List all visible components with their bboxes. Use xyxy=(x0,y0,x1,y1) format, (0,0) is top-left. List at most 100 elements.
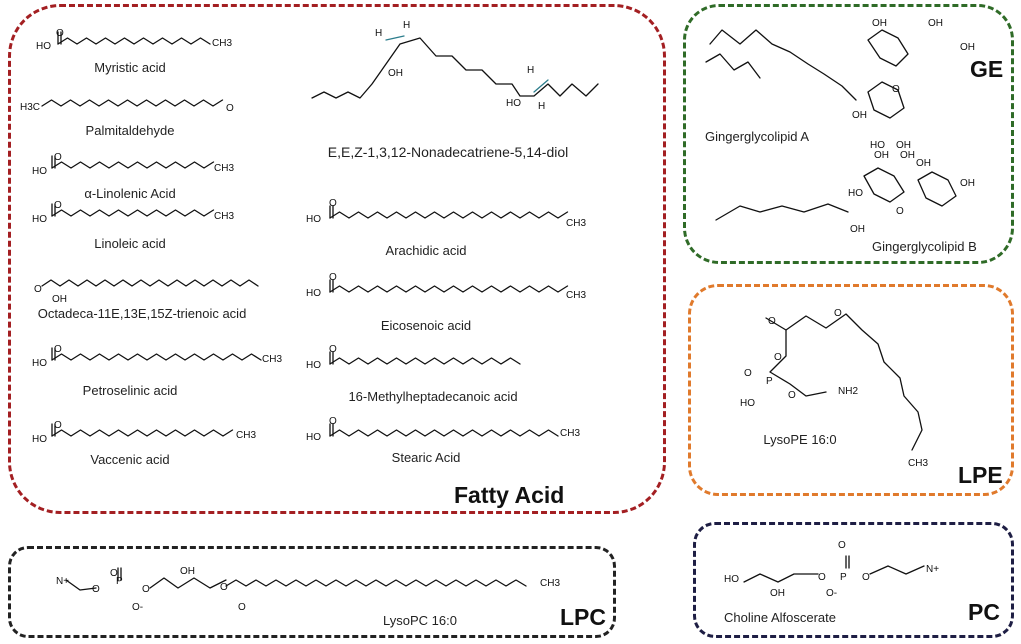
atom-label: P xyxy=(116,576,123,587)
compound-name-stearic: Stearic Acid xyxy=(391,450,461,465)
atom-label: O xyxy=(54,420,62,431)
petroselinic-chain xyxy=(51,353,262,361)
atom-label: O- xyxy=(132,602,143,613)
compound-name-palmitaldehyde: Palmitaldehyde xyxy=(85,123,175,138)
atom-label: HO xyxy=(32,214,47,225)
atom-label: O xyxy=(788,390,796,401)
atom-label: HO xyxy=(32,358,47,369)
linoleic-chain xyxy=(51,209,215,217)
lpc-panel xyxy=(8,546,616,638)
nonadecatriene-chain xyxy=(311,37,599,99)
atom-label: OH xyxy=(874,150,889,161)
double-bond xyxy=(533,79,549,93)
atom-label: OH xyxy=(180,566,195,577)
atom-label: NH2 xyxy=(838,386,858,397)
atom-label: OH xyxy=(850,224,865,235)
atom-label: OH xyxy=(770,588,785,599)
atom-label: O xyxy=(54,152,62,163)
atom-label: HO xyxy=(848,188,863,199)
arachidic-chain xyxy=(329,211,569,219)
eicosenoic-chain xyxy=(329,285,569,293)
atom-label: O xyxy=(744,368,752,379)
atom-label: O xyxy=(329,198,337,209)
lysopc-glycerol xyxy=(149,577,227,589)
stearic-chain xyxy=(329,429,559,437)
atom-label: HO xyxy=(32,166,47,177)
atom-label: HO xyxy=(724,574,739,585)
double-bond xyxy=(385,35,405,41)
myristic-chain xyxy=(57,37,211,45)
atom-label: CH3 xyxy=(560,428,580,439)
atom-label: O xyxy=(834,308,842,319)
atom-label: O xyxy=(34,284,42,295)
atom-label: CH3 xyxy=(566,290,586,301)
atom-label: H xyxy=(403,20,410,31)
atom-label: OH xyxy=(872,18,887,29)
atom-label: N+ xyxy=(926,564,939,575)
lysope-chain xyxy=(765,313,923,451)
atom-label: CH3 xyxy=(566,218,586,229)
atom-label: O xyxy=(329,344,337,355)
compound-name-nonadecatriene-diol: E,E,Z-1,3,12-Nonadecatriene-5,14-diol xyxy=(327,144,569,160)
atom-label: CH3 xyxy=(214,163,234,174)
atom-label: O xyxy=(110,568,118,579)
atom-label: OH xyxy=(52,294,67,305)
gingerglycolipid-a-chain xyxy=(705,53,761,79)
vaccenic-chain xyxy=(51,429,234,437)
compound-name-methylheptadecanoic: 16-Methylheptadecanoic acid xyxy=(348,389,518,404)
compound-name-octadeca-trienoic: Octadeca-11E,13E,15Z-trienoic acid xyxy=(37,306,247,321)
atom-label: OH xyxy=(916,158,931,169)
atom-label: HO xyxy=(306,288,321,299)
atom-label: OH xyxy=(852,110,867,121)
atom-label: O xyxy=(774,352,782,363)
atom-label: O xyxy=(220,582,228,593)
compound-name-linoleic: Linoleic acid xyxy=(94,236,166,251)
lysopc-chain xyxy=(225,579,527,587)
atom-label: O xyxy=(238,602,246,613)
sugar-ring xyxy=(867,29,909,67)
atom-label: O xyxy=(226,103,234,114)
atom-label: OH xyxy=(960,42,975,53)
atom-label: CH3 xyxy=(214,211,234,222)
atom-label: P xyxy=(840,572,847,583)
compound-name-lysopc: LysoPC 16:0 xyxy=(383,613,457,628)
atom-label: N+ xyxy=(56,576,69,587)
compound-name-arachidic: Arachidic acid xyxy=(385,243,467,258)
atom-label: O xyxy=(862,572,870,583)
atom-label: HO xyxy=(306,214,321,225)
choline-alfoscerate-chain xyxy=(743,573,819,583)
atom-label: O xyxy=(92,584,100,595)
lysopc-head xyxy=(65,579,97,591)
atom-label: H xyxy=(375,28,382,39)
lpe-panel xyxy=(688,284,1014,496)
ge-panel xyxy=(683,4,1014,264)
gingerglycolipid-a-chain xyxy=(709,29,857,101)
lpe-title: LPE xyxy=(958,462,1003,488)
atom-label: HO xyxy=(32,434,47,445)
atom-label: O xyxy=(54,200,62,211)
atom-label: HO xyxy=(506,98,521,109)
alpha-linolenic-chain xyxy=(51,161,215,169)
atom-label: CH3 xyxy=(236,430,256,441)
fatty-acid-title: Fatty Acid xyxy=(454,482,565,508)
palmitaldehyde-chain xyxy=(41,99,224,107)
compound-name-gingerglycolipid-b: Gingerglycolipid B xyxy=(872,239,977,254)
atom-labels: HO O CH3 H3C O HO O CH3 HO O CH3 O OH HO… xyxy=(20,18,975,613)
sugar-ring xyxy=(863,167,905,203)
compound-name-alpha-linolenic: α-Linolenic Acid xyxy=(84,186,176,201)
lysope-head xyxy=(769,329,827,397)
compound-name-petroselinic: Petroselinic acid xyxy=(82,383,178,398)
atom-label: OH xyxy=(896,140,911,151)
atom-label: HO xyxy=(306,360,321,371)
choline-alfoscerate-chain xyxy=(869,565,925,575)
atom-label: O xyxy=(768,316,776,327)
atom-label: O xyxy=(329,272,337,283)
compound-name-myristic: Myristic acid xyxy=(94,60,166,75)
atom-label: O xyxy=(896,206,904,217)
lpc-title: LPC xyxy=(560,604,606,630)
atom-label: HO xyxy=(306,432,321,443)
compound-name-vaccenic: Vaccenic acid xyxy=(90,452,170,467)
atom-label: HO xyxy=(870,140,885,151)
atom-label: CH3 xyxy=(540,578,560,589)
atom-label: O xyxy=(142,584,150,595)
